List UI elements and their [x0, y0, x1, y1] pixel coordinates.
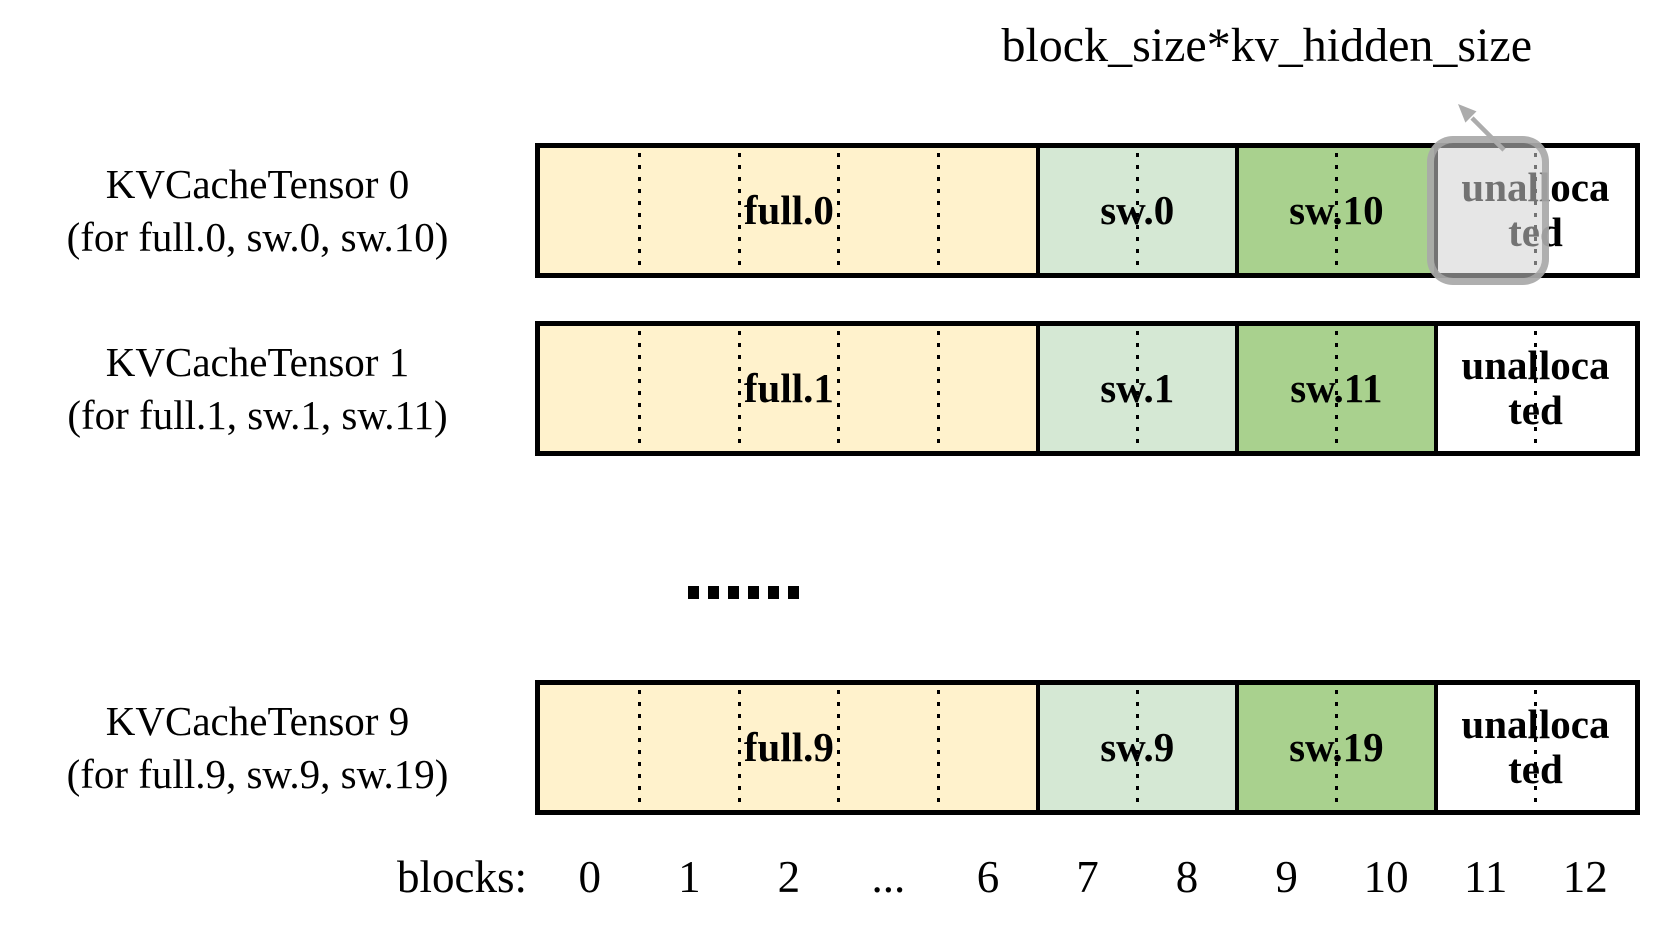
block-dotted-divider	[638, 153, 642, 268]
block-number-tick: 10	[1363, 852, 1409, 902]
block-dotted-divider	[1135, 331, 1139, 446]
tensor-subtitle: (for full.1, sw.1, sw.11)	[67, 391, 448, 438]
segment-label-area: sw.0	[1038, 148, 1237, 273]
tensor-bar: full.9 sw.9 sw.19 unalloca ted	[535, 680, 1640, 815]
segment-label: full.0	[743, 186, 834, 233]
block-dotted-divider	[638, 331, 642, 446]
segment-label: sw.0	[1100, 186, 1175, 233]
highlighted-block-overlay	[1426, 136, 1550, 285]
segment-divider	[1035, 326, 1040, 451]
segment-divider	[1234, 148, 1239, 273]
segment-divider	[1035, 685, 1040, 810]
segment-label-area: unalloca ted	[1436, 326, 1635, 451]
block-dotted-divider	[936, 153, 940, 268]
block-dotted-divider	[737, 153, 741, 268]
block-dotted-divider	[837, 153, 841, 268]
block-dotted-divider	[1135, 153, 1139, 268]
ellipsis-dot	[708, 586, 719, 599]
tensor-row-caption: KVCacheTensor 0 (for full.0, sw.0, sw.10)	[0, 143, 515, 278]
block-number-tick: 12	[1562, 852, 1608, 902]
tensor-subtitle: (for full.9, sw.9, sw.19)	[66, 750, 449, 797]
tensor-row-caption: KVCacheTensor 1 (for full.1, sw.1, sw.11)	[0, 321, 515, 456]
segment-label: full.9	[743, 723, 834, 770]
segment-label: sw.1	[1100, 364, 1175, 411]
ellipsis-dots	[688, 586, 799, 599]
ellipsis-dot	[688, 586, 699, 599]
segment-divider	[1234, 685, 1239, 810]
segment-label: unalloca ted	[1461, 341, 1610, 434]
segment-label: sw.10	[1289, 186, 1384, 233]
ellipsis-dot	[728, 586, 739, 599]
block-number-tick: 8	[1175, 852, 1199, 902]
block-dotted-divider	[1334, 690, 1338, 805]
block-dotted-divider	[936, 331, 940, 446]
tensor-title: KVCacheTensor 9	[105, 698, 410, 745]
tensor-subtitle: (for full.0, sw.0, sw.10)	[66, 213, 449, 260]
segment-label-area: full.1	[540, 326, 1038, 451]
segment-full-0	[540, 148, 1038, 273]
block-number-tick: 0	[578, 852, 602, 902]
segment-label-area: sw.10	[1237, 148, 1436, 273]
segment-label: unalloca ted	[1461, 700, 1610, 793]
block-number-tick: 9	[1275, 852, 1298, 902]
segment-full-1	[540, 326, 1038, 451]
segment-divider	[1234, 326, 1239, 451]
block-number-tick: 2	[777, 852, 801, 902]
block-number-tick: 7	[1076, 852, 1099, 902]
block-dotted-divider	[737, 690, 741, 805]
segment-label: sw.19	[1289, 723, 1384, 770]
segment-label-area: sw.11	[1237, 326, 1436, 451]
tensor-bar: full.1 sw.1 sw.11 unalloca ted	[535, 321, 1640, 456]
segment-label: sw.11	[1290, 364, 1383, 411]
ellipsis-dot	[788, 586, 799, 599]
tensor-title: KVCacheTensor 0	[105, 161, 410, 208]
block-dotted-divider	[737, 331, 741, 446]
block-dotted-divider	[1135, 690, 1139, 805]
block-number-tick: 6	[976, 852, 1000, 902]
block-dotted-divider	[1334, 331, 1338, 446]
segment-divider	[1035, 148, 1040, 273]
block-dotted-divider	[1533, 690, 1537, 805]
block-dotted-divider	[638, 690, 642, 805]
segment-label-area: sw.9	[1038, 685, 1237, 810]
segment-divider	[1433, 326, 1438, 451]
block-dotted-divider	[1533, 331, 1537, 446]
block-dotted-divider	[936, 690, 940, 805]
segment-label: sw.9	[1100, 723, 1175, 770]
block-dotted-divider	[837, 331, 841, 446]
segment-label-area: full.0	[540, 148, 1038, 273]
segment-label-area: full.9	[540, 685, 1038, 810]
block-number-tick: 1	[678, 852, 701, 902]
block-number-tick: ...	[871, 852, 906, 902]
block-dotted-divider	[837, 690, 841, 805]
ellipsis-dot	[768, 586, 779, 599]
segment-label-area: unalloca ted	[1436, 685, 1635, 810]
blocks-axis-label: blocks:	[397, 852, 527, 902]
segment-full-9	[540, 685, 1038, 810]
segment-label: full.1	[743, 364, 834, 411]
tensor-title: KVCacheTensor 1	[105, 339, 410, 386]
segment-divider	[1433, 685, 1438, 810]
block-number-tick: 11	[1464, 852, 1508, 902]
block-dotted-divider	[1334, 153, 1338, 268]
block-size-annotation: block_size*kv_hidden_size	[1001, 19, 1532, 72]
ellipsis-dot	[748, 586, 759, 599]
tensor-row-caption: KVCacheTensor 9 (for full.9, sw.9, sw.19)	[0, 680, 515, 815]
segment-label-area: sw.19	[1237, 685, 1436, 810]
segment-label-area: sw.1	[1038, 326, 1237, 451]
